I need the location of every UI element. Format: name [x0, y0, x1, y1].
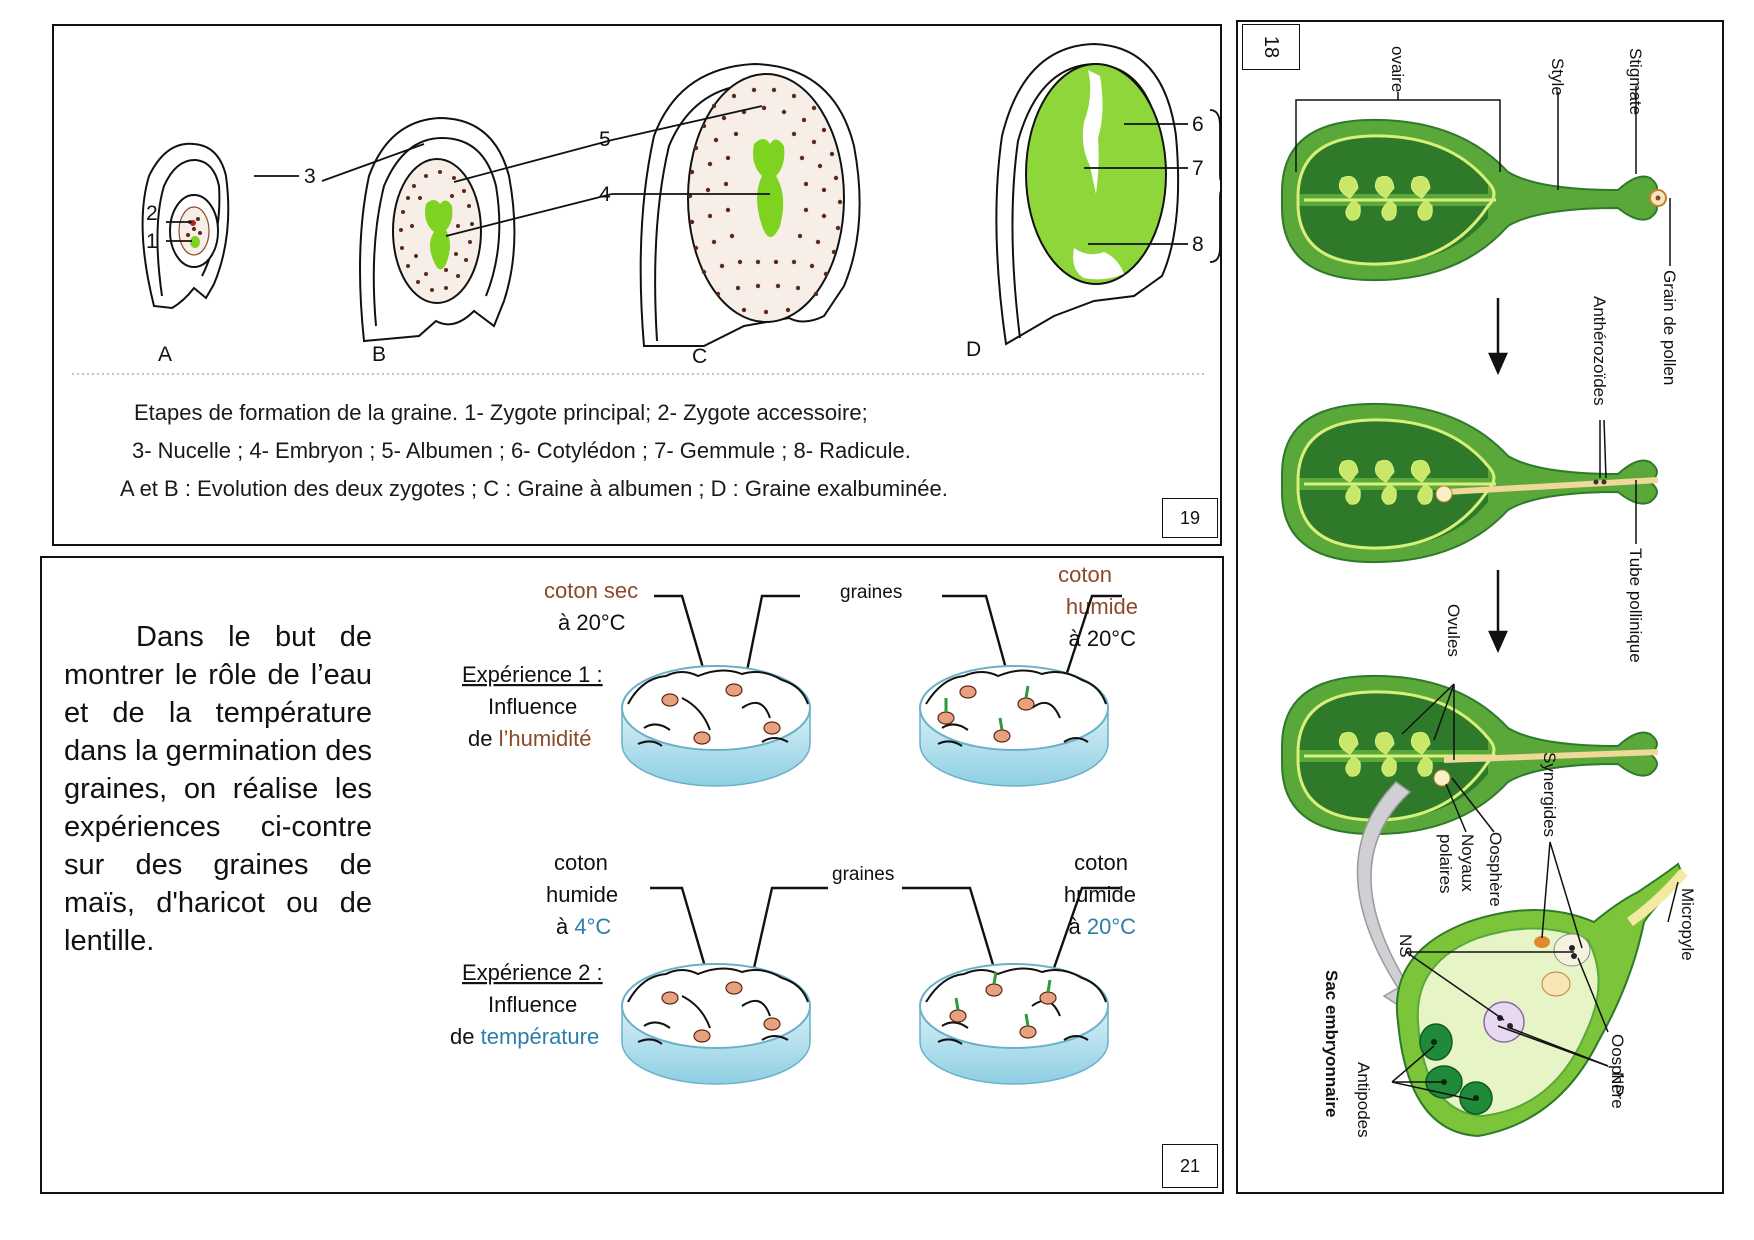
pistil-1 [1281, 118, 1667, 282]
label-grain-pollen: Grain de pollen [1660, 270, 1679, 385]
arrows-down [1488, 298, 1508, 654]
exp1-graines: graines [840, 582, 902, 603]
label-stigmate: Stigmate [1626, 48, 1645, 115]
label-ovules: Ovules [1444, 604, 1463, 657]
stage-labels: A B C D [158, 338, 981, 368]
stage-label-c: C [692, 345, 707, 368]
fertilization-diagram: ovaire Style Stigmate Grain de pollen An… [1281, 46, 1697, 1138]
label-oosphere: Oosphère [1486, 832, 1505, 907]
pistil-2 [1281, 402, 1659, 564]
label-micropyle: Micropyle [1678, 888, 1697, 961]
panel-number-21: 21 [1162, 1144, 1218, 1188]
callout-8: 8 [1192, 233, 1204, 256]
exp1-labels: coton sec à 20°C graines coton humide à … [462, 562, 1138, 751]
caption-line-2: 3- Nucelle ; 4- Embryon ; 5- Albumen ; 6… [132, 438, 911, 463]
exp1-line2: Influence [488, 694, 577, 719]
stage-a-ovule [141, 142, 230, 310]
exp1-left-cond-2: à 20°C [558, 610, 626, 635]
panel-germination-experiments: Dans le but de montrer le rôle de l’eau … [40, 556, 1224, 1194]
dish-exp1-dry [621, 665, 811, 787]
fertilization-leaders [1295, 86, 1679, 1101]
callout-6: 6 [1192, 113, 1204, 136]
exp2-left-cond-2: humide [546, 882, 618, 907]
pistil-3 [1281, 674, 1659, 836]
stage-label-a: A [158, 343, 172, 366]
label-ovaire: ovaire [1388, 46, 1407, 92]
exp2-line3: de température [450, 1024, 599, 1049]
callout-1: 1 [146, 230, 158, 253]
callout-7: 7 [1192, 157, 1204, 180]
exp2-line2: Influence [488, 992, 577, 1017]
panel-seed-formation: 1 2 3 4 5 6 7 8 A B C D Etapes de format… [52, 24, 1222, 546]
caption-line-1: Etapes de formation de la graine. 1- Zyg… [134, 400, 868, 425]
exp2-title: Expérience 2 : [462, 960, 603, 985]
label-ns: NS [1396, 934, 1415, 958]
label-style: Style [1548, 58, 1567, 96]
panel-number-19: 19 [1162, 498, 1218, 538]
dish-exp2-cold [621, 963, 811, 1085]
stage-c-seed [639, 62, 861, 347]
seed-formation-diagram: 1 2 3 4 5 6 7 8 A B C D [72, 42, 1220, 375]
exp2-right-cond-1: coton [1074, 850, 1128, 875]
callout-5: 5 [599, 128, 611, 151]
exp2-left-cond-3: à 4°C [556, 914, 611, 939]
callout-2: 2 [146, 202, 158, 225]
label-noyaux: Noyaux [1458, 834, 1477, 892]
label-antipodes: Antipodes [1354, 1062, 1373, 1138]
intro-paragraph: Dans le but de montrer le rôle de l’eau … [64, 621, 372, 957]
exp2-graines: graines [832, 864, 894, 885]
label-tube: Tube pollinique [1626, 548, 1645, 663]
label-oosphere-2: Oosphère [1608, 1034, 1627, 1109]
label-synergides: Synergides [1540, 752, 1559, 837]
panel-fertilization: 18 [1236, 20, 1724, 1194]
embryo-sac [1395, 862, 1688, 1138]
exp2-right-cond-2: humide [1064, 882, 1136, 907]
fertilization-labels: ovaire Style Stigmate Grain de pollen An… [1322, 46, 1697, 1138]
exp1-right-cond-2: humide [1066, 594, 1138, 619]
exp2-right-cond-3: à 20°C [1068, 914, 1136, 939]
stage-label-d: D [966, 338, 981, 361]
albumen-dots-b [399, 170, 474, 292]
albumen-dots-c [687, 87, 843, 315]
label-np: NP [1608, 1072, 1627, 1096]
label-polaires: polaires [1436, 834, 1455, 894]
dish-exp2-warm [919, 963, 1109, 1085]
experiments-diagram: coton sec à 20°C graines coton humide à … [450, 562, 1138, 1085]
exp2-labels: coton humide à 4°C graines coton humide … [450, 850, 1136, 1049]
label-antherozoides: Anthérozoïdes [1590, 296, 1609, 406]
exp1-left-cond-1: coton sec [544, 578, 638, 603]
callout-numbers: 1 2 3 4 5 6 7 8 [146, 113, 1204, 256]
caption-line-3: A et B : Evolution des deux zygotes ; C … [120, 476, 948, 501]
stage-label-b: B [372, 343, 386, 366]
exp1-line3: de l’humidité [468, 726, 592, 751]
dish-exp1-wet [919, 665, 1109, 787]
label-sac: Sac embryonnaire [1322, 970, 1341, 1117]
stage-b-ovule [359, 116, 516, 343]
exp2-left-cond-1: coton [554, 850, 608, 875]
callout-leaders [166, 105, 1220, 263]
exp1-right-cond-1: coton [1058, 562, 1112, 587]
exp1-title: Expérience 1 : [462, 662, 603, 687]
panel-number-18: 18 [1242, 24, 1300, 70]
stage-d-seed [995, 42, 1180, 346]
callout-3: 3 [304, 165, 316, 188]
callout-4: 4 [599, 183, 611, 206]
dish-leaders [650, 594, 1122, 971]
